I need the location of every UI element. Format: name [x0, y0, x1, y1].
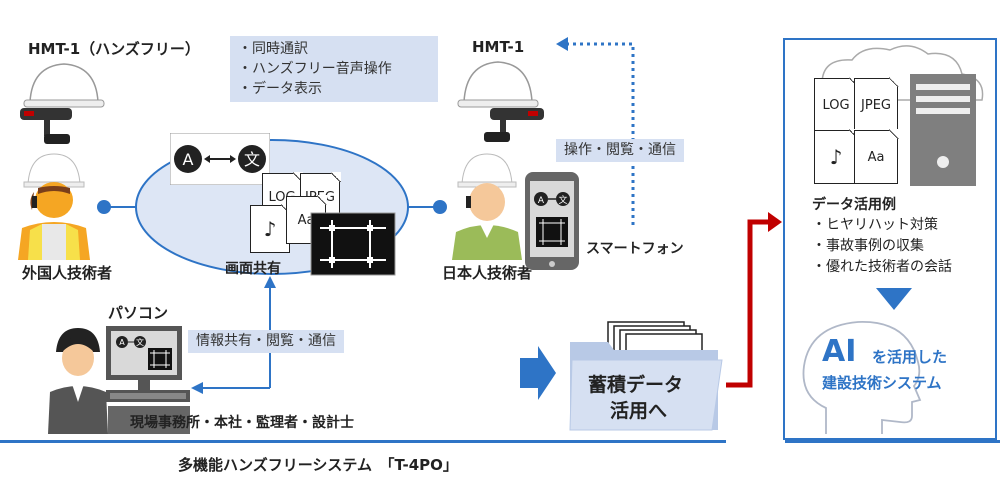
storage-line1: 蓄積データ: [588, 374, 684, 396]
ai-line1: を活用した: [872, 348, 948, 366]
left-headset-icon: [20, 63, 105, 144]
data-usage-item: ・ヒヤリハット対策: [812, 217, 938, 233]
pc-label: パソコン: [108, 304, 169, 322]
folder-icon: [569, 321, 723, 431]
right-role-label: 日本人技術者: [442, 264, 533, 282]
block-arrow: [520, 346, 556, 400]
feature-item: ・同時通訳: [238, 41, 308, 57]
ai-line2: 建設技術システム: [822, 374, 942, 392]
data-usage-title: データ活用例: [812, 197, 896, 213]
data-usage-item: ・優れた技術者の会話: [812, 259, 952, 275]
left-device-label: HMT-1（ハンズフリー）: [28, 40, 200, 58]
panel-music-file-icon: ♪: [814, 129, 859, 184]
japanese-engineer-icon: [452, 153, 522, 260]
feature-item: ・ハンズフリー音声操作: [238, 61, 392, 77]
ai-big-label: AI: [822, 334, 857, 369]
right-headset-icon: [457, 61, 544, 142]
pc-translate-from: A: [119, 338, 125, 347]
dotted-arrow: [566, 42, 635, 225]
screen-share-label: 画面共有: [225, 261, 281, 277]
music-file-icon: ♪: [250, 204, 291, 253]
right-connector-dot: [433, 200, 447, 214]
storage-line2: 活用へ: [610, 400, 668, 422]
system-title: 多機能ハンズフリーシステム 「T-4PO」: [178, 456, 458, 474]
translate-to: 文: [244, 150, 260, 169]
office-worker-icon: A 文: [48, 326, 190, 434]
pc-translate-to: 文: [136, 337, 144, 347]
office-label: 現場事務所・本社・監理者・設計士: [130, 415, 354, 431]
phone-translate-to: 文: [558, 194, 567, 206]
cloud-icon: [821, 45, 984, 186]
foreign-engineer-icon: [18, 153, 90, 260]
red-arrow: [726, 219, 770, 388]
smartphone-label: スマートフォン: [586, 241, 684, 257]
translate-icon: A 文: [170, 133, 270, 185]
panel-text-file-icon: Aa: [854, 129, 899, 184]
panel-jpeg-file-icon: JPEG: [854, 77, 899, 132]
feature-item: ・データ表示: [238, 81, 322, 97]
translate-from: A: [183, 150, 194, 169]
ai-head-icon: [802, 321, 922, 434]
blueprint-icon: [310, 212, 396, 276]
operation-label-box: 操作・閲覧・通信: [556, 139, 684, 162]
left-connector-dot: [97, 200, 111, 214]
down-arrow-icon: [876, 288, 912, 310]
smartphone-icon: A 文: [525, 172, 579, 270]
info-share-label-box: 情報共有・閲覧・通信: [188, 330, 344, 353]
right-device-label: HMT-1: [472, 38, 525, 56]
left-role-label: 外国人技術者: [22, 264, 113, 282]
feature-list: ・同時通訳 ・ハンズフリー音声操作 ・データ表示: [230, 36, 438, 102]
panel-log-file-icon: LOG: [814, 77, 859, 132]
phone-translate-from: A: [538, 196, 545, 206]
data-usage-item: ・事故事例の収集: [812, 238, 924, 254]
